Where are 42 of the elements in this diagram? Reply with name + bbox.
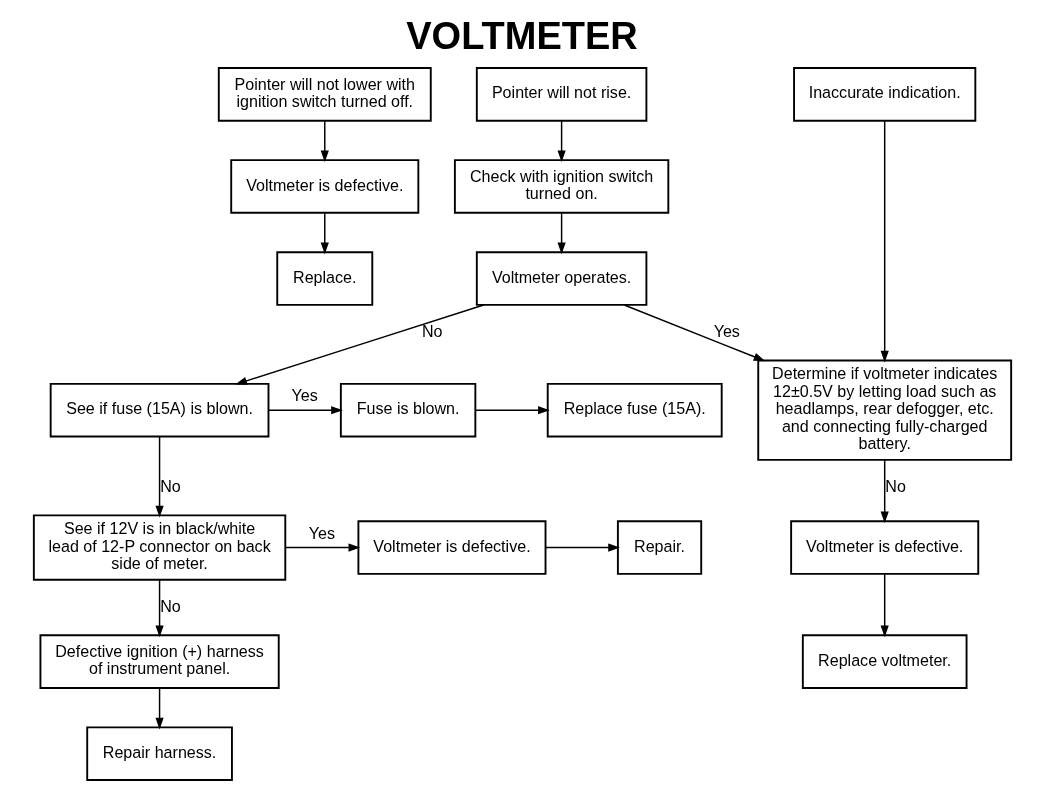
arrow	[320, 212, 329, 255]
arrow	[267, 406, 343, 415]
node-box: Determine if voltmeter indicates 12±0.5V by letting load such as headlamps, rear defogger, etc. and connecting fully-charged battery.	[757, 359, 1013, 461]
arrow	[623, 304, 766, 362]
arrow	[474, 406, 550, 415]
node-box: See if fuse (15A) is blown.	[49, 382, 270, 438]
node-box: Check with ignition switch turned on.	[453, 159, 670, 214]
arrow	[557, 212, 566, 255]
node-box: Voltmeter is defective.	[230, 159, 420, 214]
diagram-title: VOLTMETER	[406, 14, 638, 57]
node-box: Repair harness.	[86, 726, 233, 781]
arrow	[880, 459, 889, 524]
edge-label: No	[160, 596, 181, 615]
node-box: Fuse is blown.	[339, 382, 477, 438]
arrow	[544, 543, 620, 552]
arrow	[155, 436, 164, 518]
edge-label: No	[885, 476, 906, 495]
edge-label: No	[421, 321, 443, 340]
edge-label: Yes	[713, 321, 740, 340]
node-box: Voltmeter is defective.	[357, 520, 547, 575]
node-box: Pointer will not rise.	[475, 67, 648, 122]
arrow	[880, 573, 889, 638]
node-box: Defective ignition (+) harness of instrument panel.	[39, 634, 280, 689]
edge-label: No	[160, 476, 181, 495]
arrow	[155, 579, 164, 638]
edge-label: Yes	[291, 386, 318, 405]
arrow	[557, 120, 566, 163]
arrow	[235, 304, 485, 385]
node-box: Replace.	[276, 251, 374, 306]
node-box: Voltmeter operates.	[475, 251, 648, 306]
arrow	[284, 543, 361, 552]
arrow	[320, 120, 329, 163]
node-box: Repair.	[616, 520, 703, 575]
edge-label: Yes	[308, 523, 335, 542]
arrow	[155, 687, 164, 730]
node-box: Pointer will not lower with ignition switch turned off.	[217, 67, 432, 122]
arrow	[880, 120, 889, 363]
node-box: Voltmeter is defective.	[790, 520, 980, 575]
node-box: See if 12V is in black/white lead of 12-P connector on back side of meter.	[32, 514, 287, 581]
node-box: Replace voltmeter.	[801, 634, 968, 689]
node-box: Inaccurate indication.	[793, 67, 977, 122]
node-box: Replace fuse (15A).	[546, 382, 723, 438]
